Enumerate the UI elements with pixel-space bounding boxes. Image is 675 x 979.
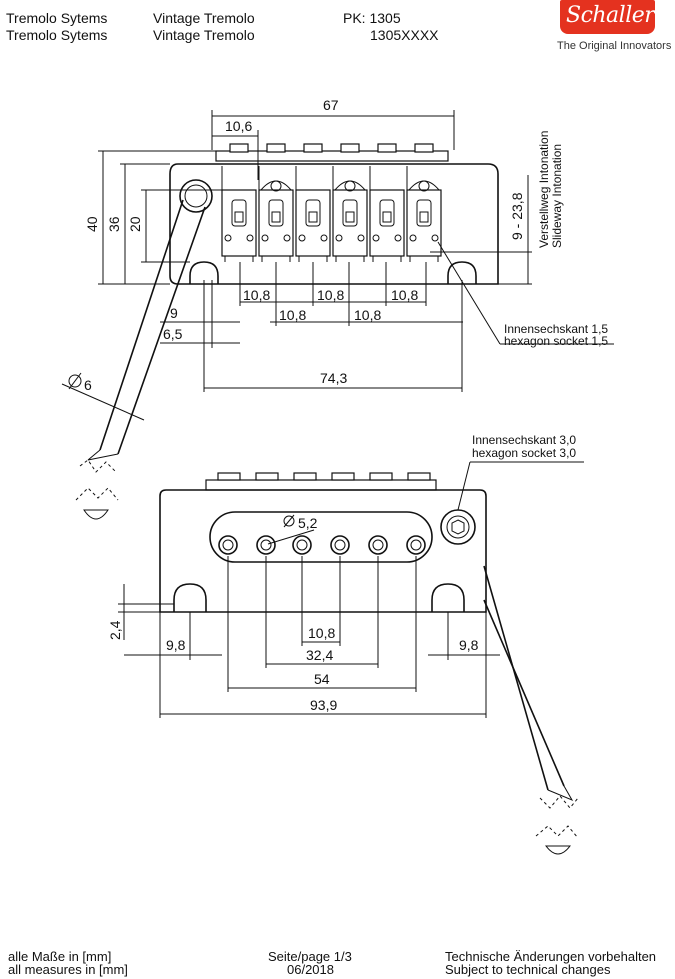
saddle [221,143,257,262]
dim-spacing-b: 10,8 [279,307,306,323]
hex-1-5-de: Innensechskant 1,5 [504,322,608,336]
dim-spacing-a: 10,8 [243,287,270,303]
intonation-label-en: Slideway Intonation [550,144,564,248]
string-hole [292,535,312,555]
saddle-tab [255,472,279,481]
bottom-slot-left [173,583,207,612]
dim-10-8: 10,8 [308,625,335,641]
diameter-symbol [68,374,82,388]
dim-height-40: 40 [84,216,100,232]
bottom-slot-right [431,583,465,612]
schaller-logo: Schaller [560,0,655,34]
intonation-label-de: Verstellweg Intonation [537,131,551,248]
header-series: Tremolo Sytems [6,10,108,26]
saddle-tab [407,472,431,481]
hex-3-0-de: Innensechskant 3,0 [472,433,576,447]
dim-74-3: 74,3 [320,370,347,386]
footer-units-de: alle Maße in [mm] [8,949,112,964]
string-hole [368,535,388,555]
string-holes [218,535,426,555]
dim-width-total: 67 [323,97,339,113]
saddle [332,143,368,262]
bottom-view: Innensechskant 3,0 hexagon socket 3,0 5,… [107,433,584,855]
bottom-rail [205,479,437,491]
bottom-plate-outline [159,489,487,613]
dim-height-20: 20 [127,216,143,232]
saddle-tab [217,472,241,481]
dim-9-8-left: 9,8 [166,637,186,653]
string-hole [330,535,350,555]
hex-3-0-en: hexagon socket 3,0 [472,446,576,460]
arm-knob [179,179,213,213]
hex-1-5-en: hexagon socket 1,5 [504,334,608,348]
saddles [221,143,442,262]
dim-spacing-c: 10,8 [317,287,344,303]
saddle [406,143,442,262]
hex-socket-outer [440,509,476,545]
header-model-2: Vintage Tremolo [153,27,255,43]
string-hole [406,535,426,555]
footer-date: 06/2018 [287,962,334,977]
saddle [258,143,294,262]
dim-spacing-d: 10,8 [354,307,381,323]
dim-intonation-range: 9 - 23,8 [509,192,525,240]
footer-page: Seite/page 1/3 [268,949,352,964]
dim-height-36: 36 [106,216,122,232]
header-article: 1305XXXX [370,27,439,43]
dim-54: 54 [314,671,330,687]
saddle [295,143,331,262]
dim-9-8-right: 9,8 [459,637,479,653]
tremolo-arm-1 [99,199,184,451]
saddle-tabs [217,472,431,481]
footer-notice-de: Technische Änderungen vorbehalten [445,949,657,964]
string-hole [256,535,276,555]
hex-socket-icon [451,519,465,535]
dim-93-9: 93,9 [310,697,337,713]
saddle-rail [215,150,449,162]
header-series-2: Tremolo Sytems [6,27,108,43]
mount-slot-left [189,261,219,284]
dim-arm-diameter: 6 [84,377,92,393]
mount-slot-right [447,261,477,284]
dim-spacing-e: 10,8 [391,287,418,303]
dim-9: 9 [170,305,178,321]
saddle-tab [331,472,355,481]
header-model: Vintage Tremolo [153,10,255,26]
string-window [209,511,433,563]
footer-units-en: all measures in [mm] [8,962,128,977]
dim-hole-diameter: 5,2 [298,515,318,531]
dim-6-5: 6,5 [163,326,183,342]
saddle-tab [369,472,393,481]
header-pk: PK: 1305 [343,10,401,26]
saddle-tab [293,472,317,481]
dim-32-4: 32,4 [306,647,333,663]
dim-saddle-width: 10,6 [225,118,252,134]
string-hole [218,535,238,555]
top-view: 67 10,6 40 36 20 9 - 23,8 Verstellweg In… [61,97,614,520]
saddle [369,143,405,262]
footer-notice-en: Subject to technical changes [445,962,611,977]
base-plate-outline [169,163,499,285]
logo-tagline: The Original Innovators [557,40,672,52]
dim-2-4: 2,4 [107,620,123,640]
tremolo-arm-2 [483,565,549,791]
